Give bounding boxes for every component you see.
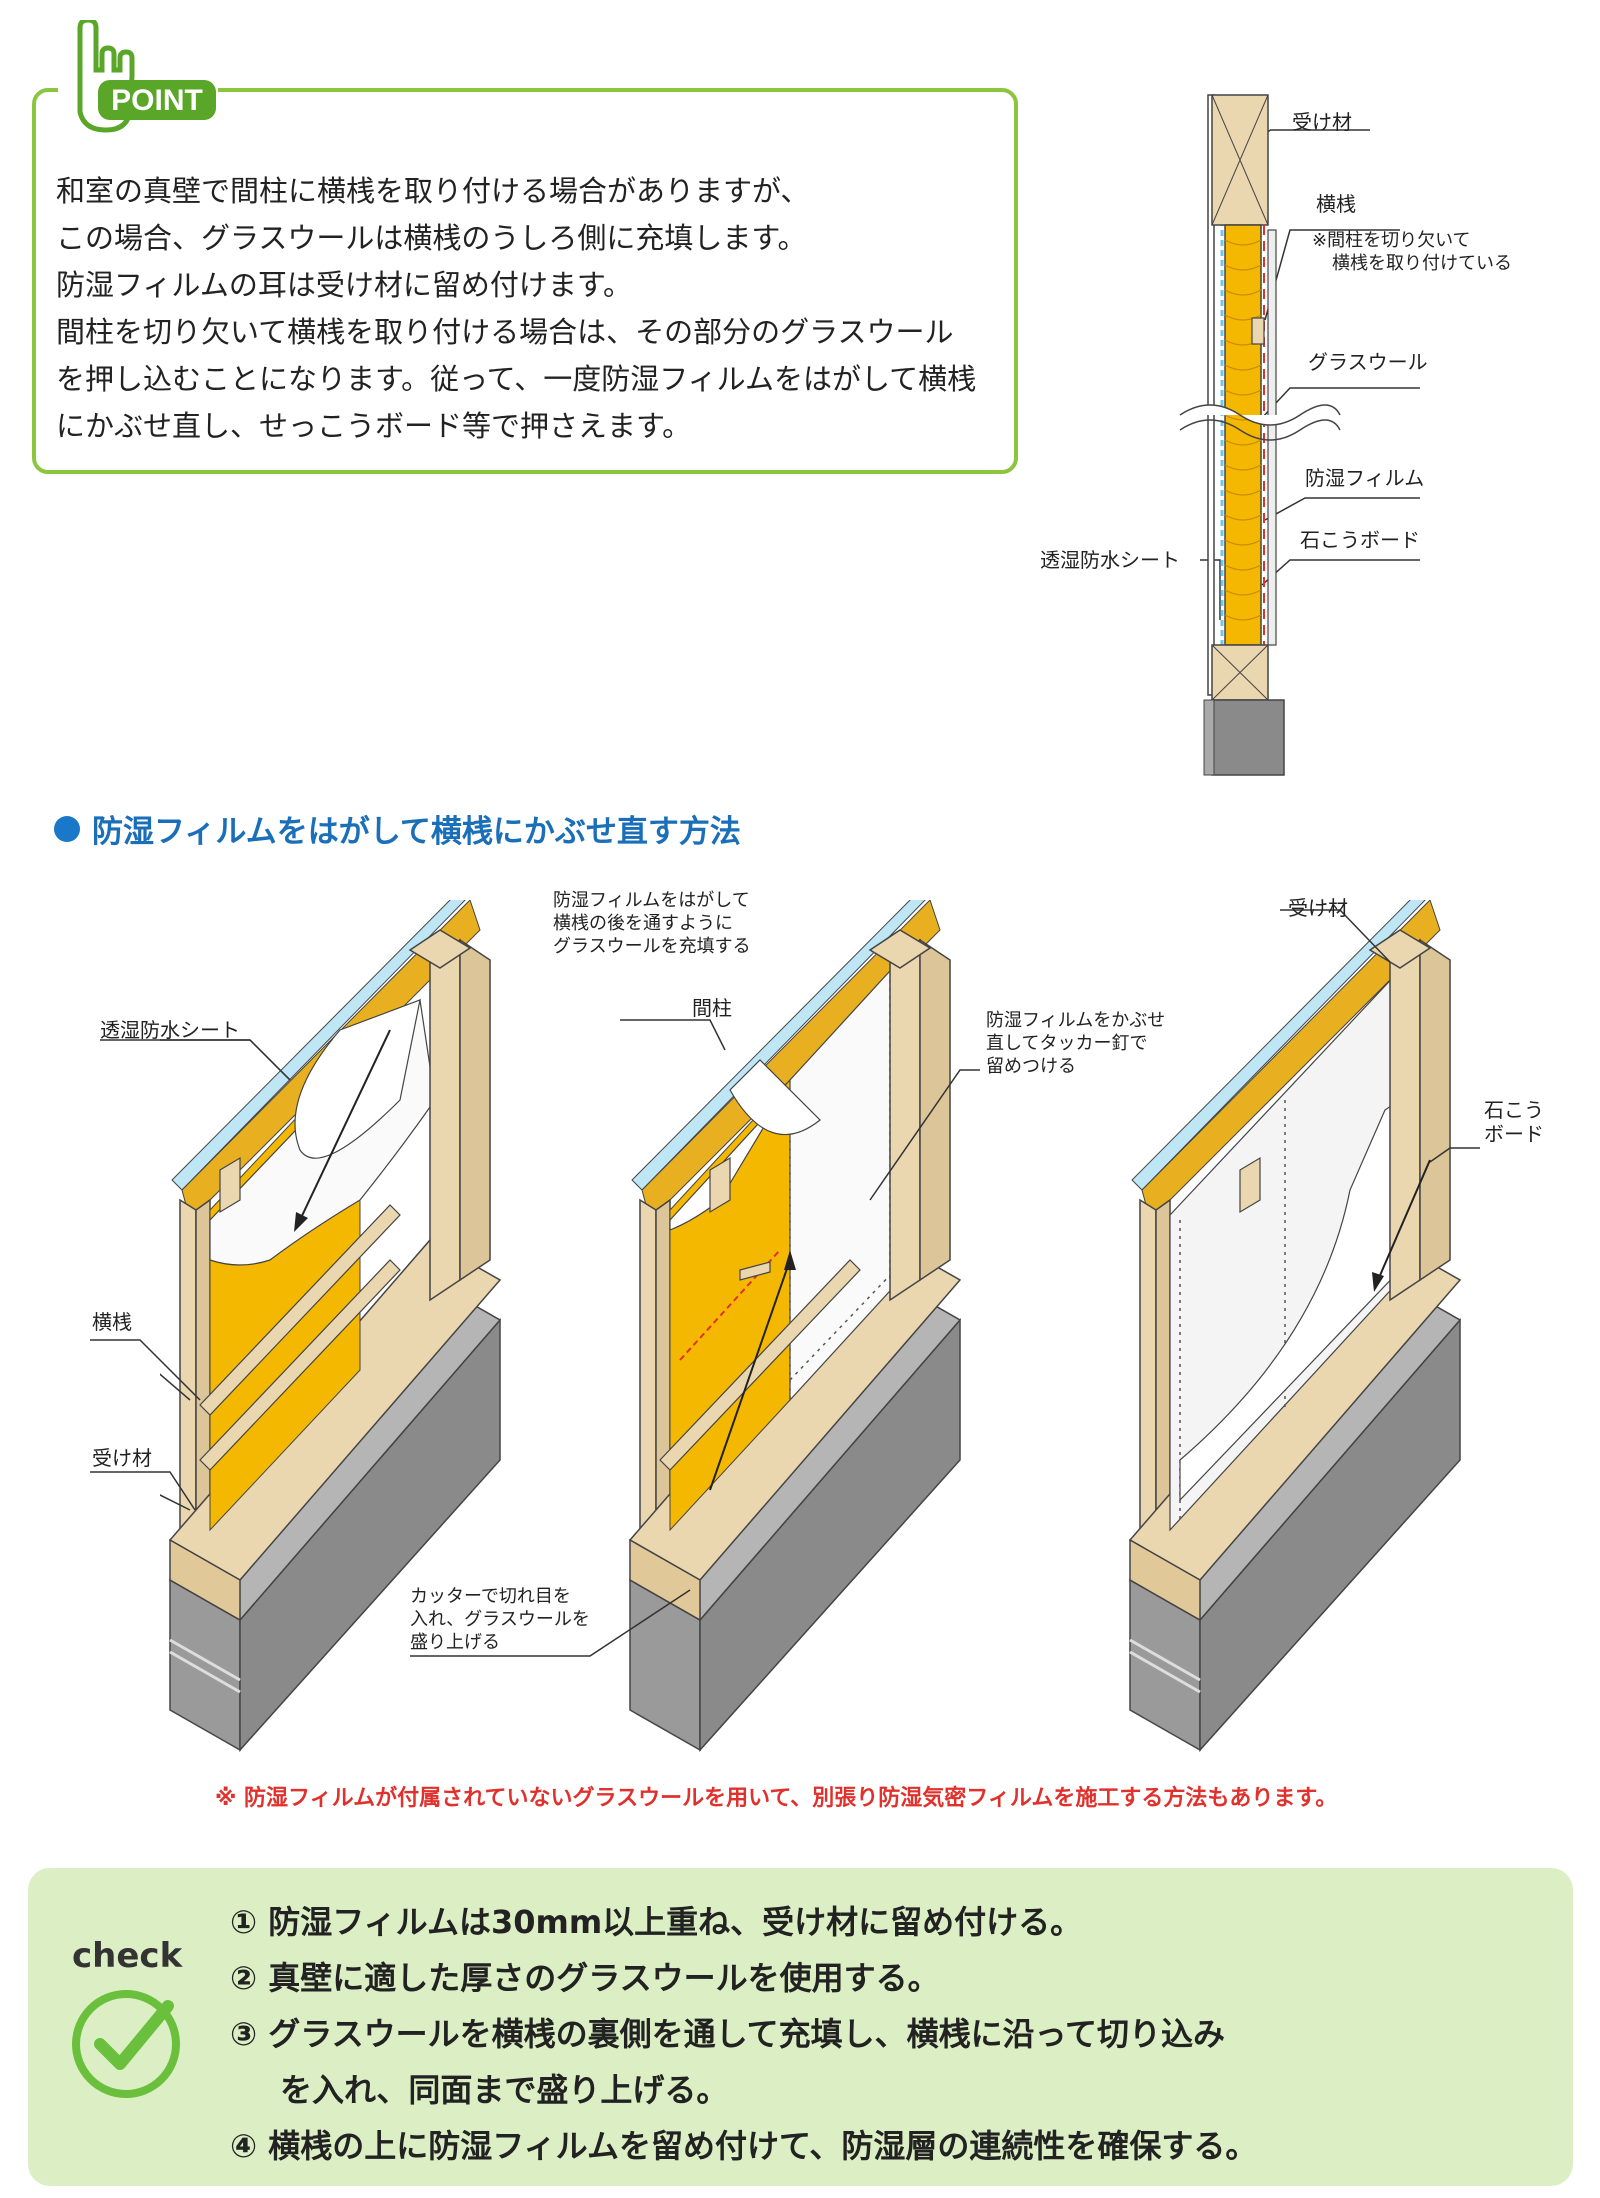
- panel1-leaders: [90, 1039, 291, 1511]
- panel2-label-mabashira: 間柱: [692, 996, 732, 1020]
- panel2-cut-note: カッターで切れ目を: [410, 1586, 571, 1607]
- check-item: ② 真壁に適した厚さのグラスウールを使用する。: [230, 1959, 940, 1997]
- panel3-label-board: ボード: [1484, 1122, 1544, 1146]
- panel1-label-yokosan: 横桟: [92, 1310, 132, 1334]
- panel3-diagram: [1128, 900, 1480, 1752]
- bullet-dot-icon: [54, 815, 80, 842]
- section-label-sheet: 透湿防水シート: [1040, 548, 1180, 572]
- section-label-glasswool: グラスウール: [1308, 350, 1428, 374]
- check-item: ① 防湿フィルムは30mm以上重ね、受け材に留め付ける。: [230, 1903, 1083, 1941]
- panel2-cut-note: 入れ、グラスウールを: [410, 1609, 590, 1630]
- check-box: [28, 1868, 1573, 2186]
- point-line: 和室の真壁で間柱に横桟を取り付ける場合がありますが、: [56, 174, 810, 208]
- panel2-cut-leader: [410, 1589, 691, 1657]
- panel2-note: 防湿フィルムをかぶせ: [986, 1010, 1166, 1031]
- panel3-label-board: 石こう: [1484, 1098, 1544, 1122]
- point-line: この場合、グラスウールは横桟のうしろ側に充填します。: [56, 221, 807, 255]
- panel3-label-ukezai: 受け材: [1288, 896, 1348, 920]
- panel1-label-ukezai: 受け材: [92, 1446, 152, 1470]
- point-line: にかぶせ直し、せっこうボード等で押さえます。: [56, 409, 692, 443]
- section-label-yokosan-note: 横桟を取り付けている: [1332, 253, 1512, 274]
- section-label-sekko: 石こうボード: [1300, 528, 1420, 552]
- checkmark-icon: [72, 1990, 180, 2098]
- check-label: check: [72, 1936, 183, 1976]
- check-item: ④ 横桟の上に防湿フィルムを留め付けて、防湿層の連続性を確保する。: [230, 2127, 1258, 2165]
- section-label-film: 防湿フィルム: [1305, 466, 1425, 490]
- point-line: 防湿フィルムの耳は受け材に留め付けます。: [56, 268, 632, 302]
- point-line: 間柱を切り欠いて横桟を取り付ける場合は、その部分のグラスウール: [56, 315, 954, 349]
- panel2-note: 留めつける: [986, 1056, 1076, 1077]
- section-label-ukezai: 受け材: [1292, 110, 1352, 134]
- check-item: を入れ、同面まで盛り上げる。: [280, 2071, 729, 2109]
- panel1-top-note: 防湿フィルムをはがして: [553, 890, 750, 911]
- check-list: ① 防湿フィルムは30mm以上重ね、受け材に留め付ける。 ② 真壁に適した厚さの…: [230, 1894, 1550, 2174]
- section-label-yokosan-note: ※間柱を切り欠いて: [1312, 230, 1471, 251]
- section-label-yokosan: 横桟: [1316, 192, 1356, 216]
- red-note: ※ 防湿フィルムが付属されていないグラスウールを用いて、別張り防湿気密フィルムを…: [215, 1786, 1338, 1811]
- panel1-label-sheet: 透湿防水シート: [100, 1018, 240, 1042]
- point-box: [32, 88, 1018, 474]
- panel1-top-note: グラスウールを充填する: [553, 936, 751, 957]
- section-heading-text: 防湿フィルムをはがして横桟にかぶせ直す方法: [92, 814, 741, 850]
- panel2-cut-note: 盛り上げる: [410, 1632, 500, 1653]
- panel2-note: 直してタッカー釘で: [986, 1033, 1148, 1054]
- panel1-diagram: [160, 900, 502, 1752]
- panel2-diagram: [620, 900, 980, 1752]
- section-heading: 防湿フィルムをはがして横桟にかぶせ直す方法: [54, 806, 741, 851]
- point-logo: POINT: [58, 20, 218, 140]
- wall-section-diagram: [1179, 94, 1420, 776]
- panel1-top-note: 横桟の後を通すように: [553, 913, 733, 934]
- point-logo-text: POINT: [111, 84, 203, 117]
- point-line: を押し込むことになります。従って、一度防湿フィルムをはがして横桟: [56, 362, 977, 396]
- check-item: ③ グラスウールを横桟の裏側を通して充填し、横桟に沿って切り込み: [230, 2015, 1226, 2053]
- point-text: 和室の真壁で間柱に横桟を取り付ける場合がありますが、 この場合、グラスウールは横…: [56, 168, 996, 450]
